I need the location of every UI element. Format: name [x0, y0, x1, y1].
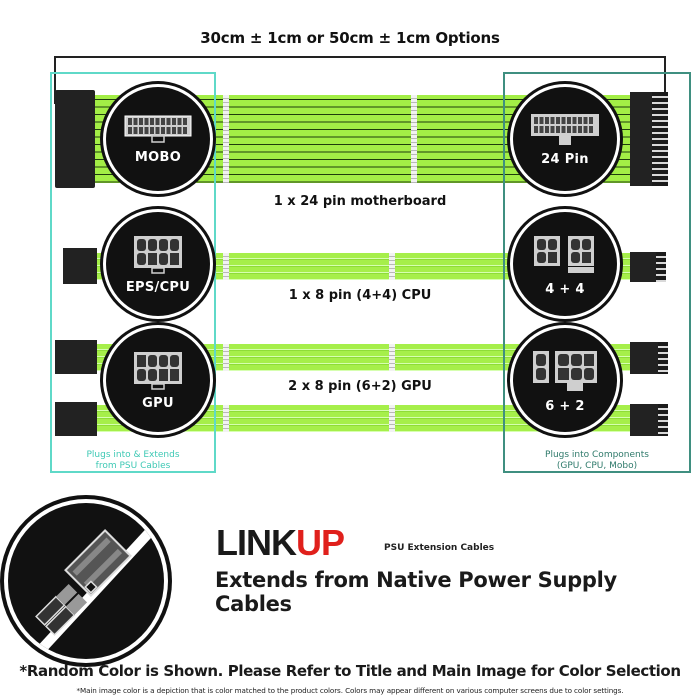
connector-24pin-right [630, 92, 668, 186]
connector-cpu-right [630, 252, 666, 282]
badge-gpu-label: GPU [142, 395, 174, 411]
brand-subtitle: PSU Extension Cables [384, 543, 495, 553]
badge-mobo-label: MOBO [134, 149, 182, 165]
connector-gpu2-left [55, 402, 97, 436]
8-pin-connector-icon [134, 235, 182, 274]
connector-24pin-left [55, 90, 95, 188]
24-pin-connector-icon [124, 115, 192, 143]
component-side-box [503, 72, 691, 473]
badge-24pin: 24 Pin [513, 87, 617, 191]
badge-eps-cpu: EPS/CPU [106, 212, 210, 316]
psu-side-box [50, 72, 216, 473]
8-pin-connector-icon [134, 351, 182, 390]
badge-gpu: GPU [106, 328, 210, 432]
badge-mobo: MOBO [106, 87, 210, 191]
brand-tagline: Extends from Native Power Supply Cables [215, 568, 617, 616]
connector-gpu1-left [55, 340, 97, 374]
color-disclaimer: *Random Color is Shown. Please Refer to … [19, 662, 681, 680]
badge-24pin-label: 24 Pin [541, 151, 589, 167]
connector-gpu1-right [630, 342, 668, 374]
length-bracket-left-tick [54, 56, 56, 104]
component-side-caption-line1: Plugs into Components [545, 450, 649, 460]
psu-side-caption-line1: Plugs into & Extends [86, 450, 180, 460]
component-side-caption-line2: (GPU, CPU, Mobo) [556, 461, 638, 471]
badge-6plus2-label: 6 + 2 [545, 398, 585, 414]
length-bracket [55, 56, 665, 58]
badge-4plus4: 4 + 4 [513, 212, 617, 316]
brand-logo-link: LINK [216, 522, 297, 563]
cable-label-24pin: 1 x 24 pin motherboard [273, 194, 447, 209]
color-fine-print: *Main image color is a depiction that is… [76, 686, 624, 695]
brand-logo: LINKUP [216, 522, 345, 564]
cable-label-gpu: 2 x 8 pin (6+2) GPU [288, 379, 432, 394]
cable-label-cpu: 1 x 8 pin (4+4) CPU [288, 288, 432, 303]
connector-gpu2-right [630, 404, 668, 436]
connector-plug-icon [8, 503, 164, 659]
24-pin-connector-icon [531, 113, 599, 145]
psu-side-caption-line2: from PSU Cables [95, 461, 171, 471]
4-plus-4-connector-icon [534, 235, 594, 273]
badge-6plus2: 6 + 2 [513, 328, 617, 432]
connector-cpu-left [63, 248, 97, 284]
6-plus-2-connector-icon [533, 350, 597, 391]
psu-side-caption: Plugs into & Extends from PSU Cables [52, 450, 214, 472]
length-options-title: 30cm ± 1cm or 50cm ± 1cm Options [200, 29, 500, 47]
badge-4plus4-label: 4 + 4 [545, 281, 585, 297]
badge-eps-cpu-label: EPS/CPU [125, 279, 191, 295]
brand-logo-up: UP [296, 522, 345, 563]
component-side-caption: Plugs into Components (GPU, CPU, Mobo) [505, 450, 689, 472]
length-bracket-right-tick [664, 56, 666, 96]
